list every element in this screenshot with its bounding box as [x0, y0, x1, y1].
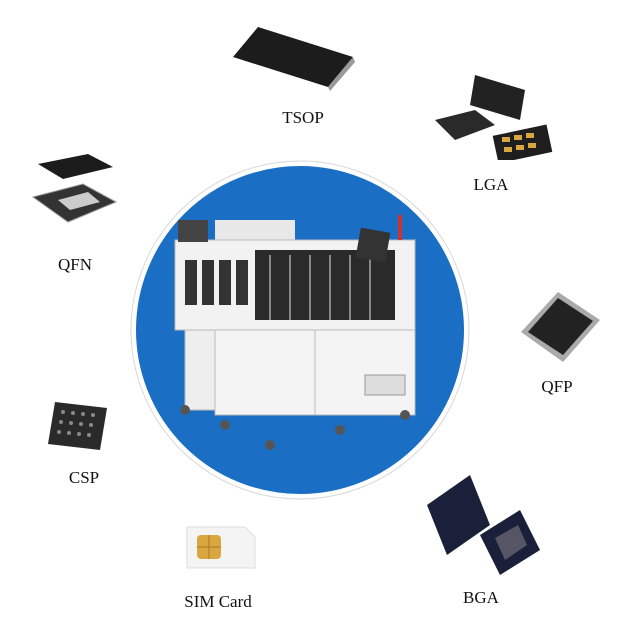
qfp-chip-image [521, 292, 600, 362]
sim-card-image [186, 526, 256, 569]
lga-label: LGA [473, 175, 509, 194]
qfp-label: QFP [541, 377, 573, 396]
bga-chip-image [427, 475, 540, 575]
csp-label: CSP [68, 468, 100, 487]
bga-label: BGA [463, 588, 499, 607]
sim-card-label: SIM Card [184, 592, 252, 611]
test-handler-machine-image [130, 160, 470, 500]
tsop-label: TSOP [282, 108, 324, 127]
qfn-chip-image [31, 154, 118, 223]
qfn-label: QFN [57, 255, 93, 274]
tsop-chip-image [233, 27, 355, 91]
csp-chip-image [48, 402, 107, 450]
lga-chip-image [435, 75, 553, 160]
